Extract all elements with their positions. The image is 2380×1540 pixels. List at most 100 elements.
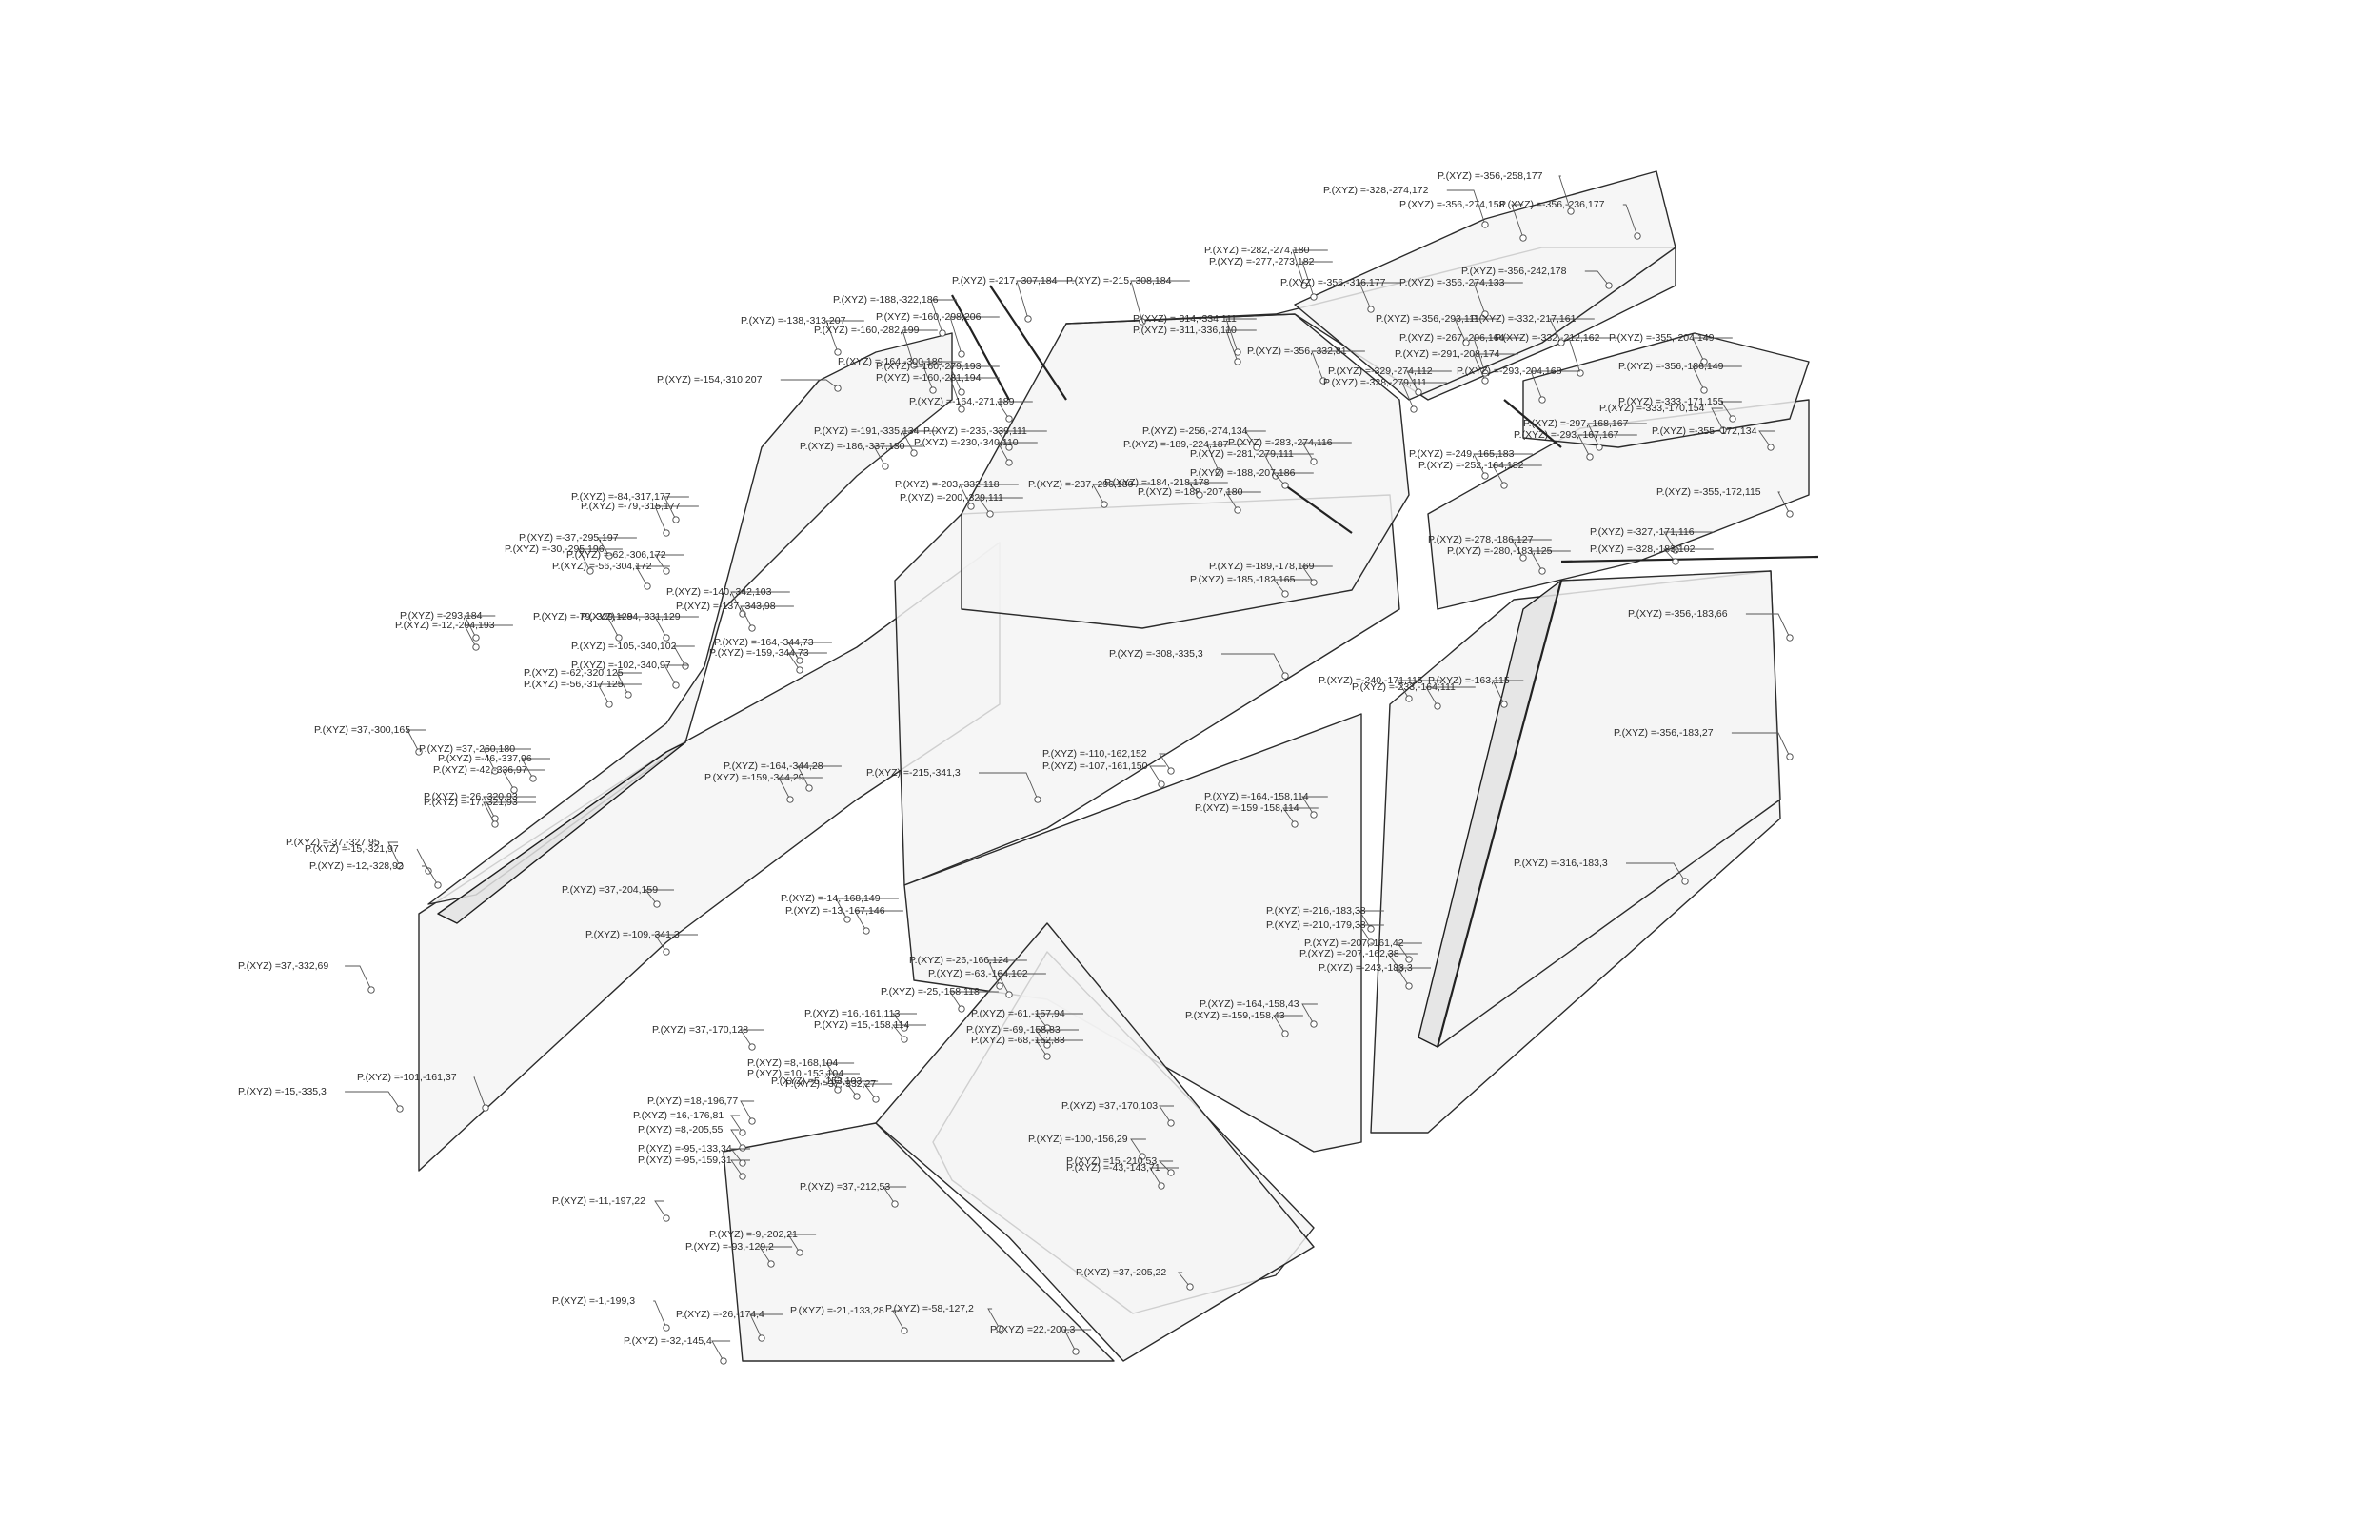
point-annotation: P.(XYZ) =-356,-258,177	[1438, 170, 1575, 215]
leader-line	[416, 848, 429, 872]
point-annotation: P.(XYZ) =15,-158,114	[814, 1019, 926, 1043]
point-annotation: P.(XYZ) =-184,-218,178	[1104, 477, 1228, 499]
leader-line	[1692, 337, 1733, 363]
leader-line	[653, 1300, 667, 1329]
point-annotation: P.(XYZ) =-329,-274,112	[1328, 365, 1452, 396]
leader-line	[949, 377, 1000, 410]
point-marker	[1005, 991, 1013, 998]
point-marker	[1234, 358, 1241, 365]
point-label: P.(XYZ) =-328,-183,102	[1590, 543, 1696, 555]
point-label: P.(XYZ) =-107,-161,150	[1042, 760, 1148, 772]
point-annotation: P.(XYZ) =-267,-206,164	[1399, 332, 1523, 377]
point-label: P.(XYZ) =-217,-307,184	[952, 275, 1058, 286]
point-label: P.(XYZ) =-356,-183,66	[1628, 608, 1728, 620]
point-annotation: P.(XYZ) =-314,-334,111	[1133, 313, 1257, 356]
point-marker	[1767, 444, 1775, 451]
point-label: P.(XYZ) =-332,-217,161	[1471, 313, 1577, 325]
point-label: P.(XYZ) =-329,-274,112	[1328, 365, 1433, 377]
point-marker	[1700, 386, 1708, 394]
point-label: P.(XYZ) =-185,-182,165	[1190, 574, 1296, 585]
point-annotation: P.(XYZ) =-210,-179,38	[1266, 919, 1384, 946]
leader-line	[825, 1073, 860, 1091]
point-annotation: P.(XYZ) =-17,-321,93	[424, 797, 536, 828]
point-annotation: P.(XYZ) =-280,-183,125	[1447, 545, 1571, 575]
point-label: P.(XYZ) =-164,-158,114	[1204, 791, 1309, 802]
point-label: P.(XYZ) =-137,-343,98	[676, 601, 776, 612]
point-annotation: P.(XYZ) =-15,-335,3	[238, 1086, 404, 1113]
point-marker	[910, 449, 918, 457]
point-label: P.(XYZ) =-216,-183,38	[1266, 905, 1366, 917]
point-annotation: P.(XYZ) =-332,-217,161	[1471, 313, 1595, 346]
leader-line	[1663, 531, 1714, 551]
point-annotation: P.(XYZ) =-159,-344,29	[704, 772, 823, 803]
panel-bottom-left	[723, 1122, 1115, 1362]
point-marker	[834, 1076, 842, 1084]
point-marker	[796, 666, 803, 674]
leader-line	[1225, 491, 1261, 511]
leader-line	[787, 1234, 817, 1254]
point-annotation: P.(XYZ) =-256,-274,134	[1142, 425, 1266, 451]
point-marker	[967, 503, 975, 510]
point-marker	[958, 1005, 965, 1013]
point-label: P.(XYZ) =-328,-279,111	[1323, 377, 1427, 388]
point-marker	[986, 510, 994, 518]
leader-line	[883, 1186, 907, 1205]
leader-line	[1731, 732, 1791, 758]
point-marker	[663, 948, 670, 956]
point-marker	[1158, 1182, 1165, 1190]
point-marker	[834, 385, 842, 392]
leader-line	[1530, 370, 1580, 401]
leader-line	[1454, 318, 1499, 344]
point-marker	[1043, 1041, 1051, 1049]
leader-line	[1662, 548, 1714, 563]
leader-line	[787, 642, 832, 661]
point-marker	[1700, 358, 1708, 365]
point-marker	[1786, 753, 1794, 760]
point-label: P.(XYZ) =-282,-274,180	[1204, 245, 1310, 256]
point-label: P.(XYZ) =-159,-158,43	[1185, 1010, 1285, 1021]
point-annotation: P.(XYZ) =-62,-320,125	[524, 667, 642, 699]
point-marker	[739, 1159, 746, 1167]
point-label: P.(XYZ) =-105,-340,102	[571, 641, 677, 652]
leader-line	[407, 729, 426, 753]
point-annotation: P.(XYZ) =-164,-344,28	[724, 760, 842, 792]
point-annotation: P.(XYZ) =-203,-332,118	[895, 479, 1019, 510]
point-marker	[1410, 405, 1418, 413]
point-marker	[1034, 796, 1041, 803]
point-annotation: P.(XYZ) =-216,-183,38	[1266, 905, 1384, 933]
point-annotation: P.(XYZ) =22,-200,3	[990, 1324, 1092, 1355]
leader-line	[1622, 204, 1638, 237]
leader-line	[1473, 453, 1533, 477]
leader-line	[778, 777, 823, 800]
point-marker	[891, 1200, 899, 1208]
point-marker	[663, 1214, 670, 1222]
leader-line	[483, 801, 536, 825]
point-label: P.(XYZ) =-159,-344,29	[704, 772, 804, 783]
point-marker	[1634, 232, 1641, 240]
point-annotation: P.(XYZ) =-13,-167,146	[785, 905, 903, 935]
point-marker	[415, 748, 423, 756]
point-annotation: P.(XYZ) =37,-300,165	[314, 724, 426, 756]
leader-line	[606, 616, 651, 639]
point-label: P.(XYZ) =-356,-332,81	[1247, 346, 1347, 357]
point-marker	[1310, 1020, 1318, 1028]
point-annotation: P.(XYZ) =16,-176,81	[633, 1110, 746, 1136]
point-marker	[491, 820, 499, 828]
point-marker	[739, 1129, 746, 1136]
point-marker	[396, 1105, 404, 1113]
leader-line	[844, 1080, 879, 1097]
leader-line	[1063, 1329, 1092, 1352]
point-annotation: P.(XYZ) =-297,-168,167	[1523, 418, 1647, 451]
point-label: P.(XYZ) =-281,-279,111	[1190, 448, 1294, 460]
point-annotation: P.(XYZ) =-160,-281,194	[876, 372, 1000, 413]
point-annotation: P.(XYZ) =-293,184	[400, 610, 496, 642]
point-annotation: P.(XYZ) =-328,-274,172	[1323, 185, 1489, 228]
leader-line	[1035, 1039, 1083, 1057]
point-annotation: P.(XYZ) =-332,-212,162	[1495, 332, 1618, 377]
point-annotation: P.(XYZ) =-159,-158,114	[1195, 802, 1319, 828]
point-label: P.(XYZ) =-26,-174,4	[676, 1309, 764, 1320]
point-marker	[796, 1249, 803, 1256]
point-marker	[748, 1043, 756, 1051]
leader-line	[978, 497, 1023, 515]
panel-roof-main	[961, 313, 1410, 629]
